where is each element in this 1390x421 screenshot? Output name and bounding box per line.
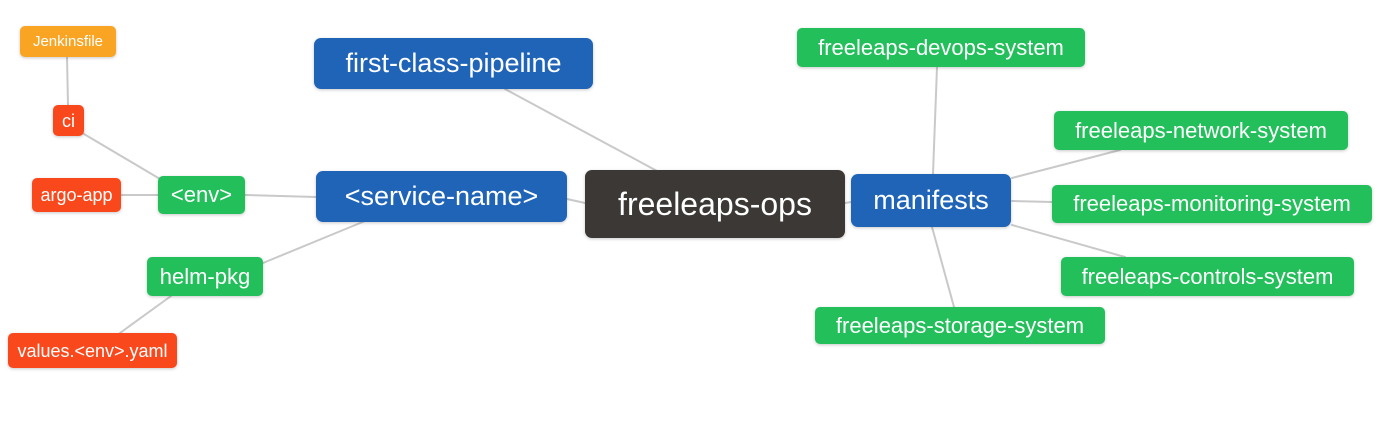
node-jenkinsfile[interactable]: Jenkinsfile <box>20 26 116 57</box>
edge-manifests-network-system <box>1011 149 1121 179</box>
node-env[interactable]: <env> <box>158 176 245 214</box>
edge-jenkinsfile-ci <box>66 56 69 106</box>
edge-service-name-freeleaps-ops <box>566 198 586 204</box>
node-values-env-yaml[interactable]: values.<env>.yaml <box>8 333 177 368</box>
edge-first-class-pipeline-freeleaps-ops <box>504 88 658 172</box>
node-network-system[interactable]: freeleaps-network-system <box>1054 111 1348 150</box>
node-first-class-pipeline[interactable]: first-class-pipeline <box>314 38 593 89</box>
node-service-name[interactable]: <service-name> <box>316 171 567 222</box>
node-argo-app[interactable]: argo-app <box>32 178 121 212</box>
node-manifests[interactable]: manifests <box>851 174 1011 227</box>
edge-manifests-devops-system <box>932 66 938 175</box>
node-controls-system[interactable]: freeleaps-controls-system <box>1061 257 1354 296</box>
node-devops-system[interactable]: freeleaps-devops-system <box>797 28 1085 67</box>
edge-manifests-storage-system <box>931 226 955 308</box>
node-helm-pkg[interactable]: helm-pkg <box>147 257 263 296</box>
edge-manifests-controls-system <box>1011 224 1126 258</box>
edge-manifests-monitoring-system <box>1011 200 1053 203</box>
edge-env-service-name <box>244 194 317 198</box>
edge-helm-pkg-service-name <box>262 220 366 264</box>
edge-values-env-yaml-helm-pkg <box>119 295 172 334</box>
node-storage-system[interactable]: freeleaps-storage-system <box>815 307 1105 344</box>
node-ci[interactable]: ci <box>53 105 84 136</box>
node-monitoring-system[interactable]: freeleaps-monitoring-system <box>1052 185 1372 223</box>
edge-ci-env <box>83 133 161 180</box>
node-freeleaps-ops[interactable]: freeleaps-ops <box>585 170 845 238</box>
